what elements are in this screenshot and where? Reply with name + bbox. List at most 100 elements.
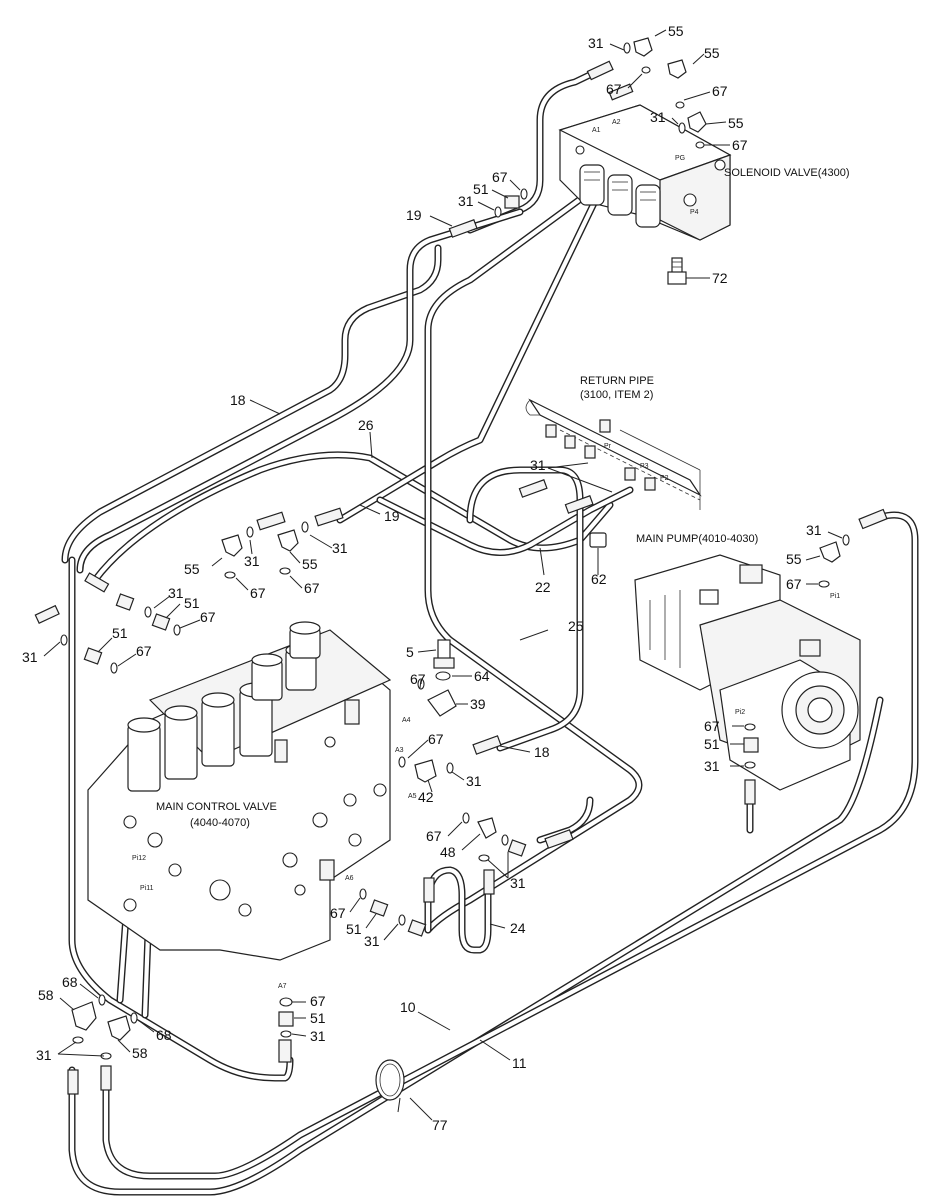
callout-18: 18 (534, 744, 550, 760)
callout-31: 31 (36, 1047, 52, 1063)
port-mark-pi11: Pi11 (140, 885, 154, 892)
label-main-pump: MAIN PUMP(4010-4030) (636, 533, 758, 545)
main-control-valve: Pi12 Pi11 A3 A4 A5 A6 A7 MAIN CONTROL VA… (87, 621, 417, 990)
label-return-pipe-ref: (3100, ITEM 2) (580, 389, 653, 401)
callout-55: 55 (786, 551, 802, 567)
callout-39: 39 (470, 696, 486, 712)
port-mark-pi1: Pi1 (830, 593, 840, 600)
port-mark-a3: A3 (395, 747, 404, 754)
port-mark-pi12: Pi12 (132, 855, 146, 862)
port-mark-a5: A5 (408, 793, 417, 800)
solenoid-valve: A1 A2 P4 PG SOLENOID VALVE(4300) (558, 104, 850, 285)
callout-67: 67 (492, 169, 508, 185)
callout-31: 31 (588, 35, 604, 51)
leader-lines (43, 29, 843, 1121)
callout-51: 51 (112, 625, 128, 641)
callout-numbers: 31 55 55 67 67 31 55 67 67 51 31 19 72 1… (22, 23, 822, 1133)
port-mark-pi2: Pi2 (735, 709, 745, 716)
port-mark-a4: A4 (402, 717, 411, 724)
port-mark-a2: A2 (612, 119, 621, 126)
solenoid-coils (579, 164, 661, 228)
port-mark-p4: P4 (690, 209, 699, 216)
label-return-pipe: RETURN PIPE (580, 375, 654, 387)
callout-19: 19 (384, 508, 400, 524)
hose-18-lower (466, 466, 584, 752)
callout-58: 58 (38, 987, 54, 1003)
callout-58: 58 (132, 1045, 148, 1061)
small-fittings (60, 37, 850, 1113)
callout-72: 72 (712, 270, 728, 286)
callout-51: 51 (473, 181, 489, 197)
callout-68: 68 (62, 974, 78, 990)
callout-11: 11 (512, 1055, 527, 1071)
callout-22: 22 (535, 579, 551, 595)
callout-51: 51 (704, 736, 720, 752)
callout-67: 67 (786, 576, 802, 592)
callout-24: 24 (510, 920, 526, 936)
callout-31: 31 (650, 109, 666, 125)
callout-31: 31 (332, 540, 348, 556)
callout-26: 26 (358, 417, 374, 433)
callout-31: 31 (806, 522, 822, 538)
label-main-control-valve: MAIN CONTROL VALVE (156, 801, 277, 813)
callout-68: 68 (156, 1027, 172, 1043)
label-solenoid-valve: SOLENOID VALVE(4300) (724, 167, 850, 179)
callout-67: 67 (732, 137, 748, 153)
callout-48: 48 (440, 844, 456, 860)
callout-31: 31 (458, 193, 474, 209)
callout-18: 18 (230, 392, 246, 408)
hose-lines (61, 66, 919, 1196)
callout-67: 67 (200, 609, 216, 625)
callout-31: 31 (704, 758, 720, 774)
port-mark-p2: P2 (660, 475, 669, 482)
callout-31: 31 (364, 933, 380, 949)
callout-55: 55 (728, 115, 744, 131)
port-mark-a1: A1 (592, 127, 601, 134)
callout-67: 67 (136, 643, 152, 659)
callout-51: 51 (310, 1010, 326, 1026)
callout-5: 5 (406, 644, 414, 660)
callout-31: 31 (510, 875, 526, 891)
callout-31: 31 (466, 773, 482, 789)
port-mark-p3: P3 (640, 463, 649, 470)
callout-19: 19 (406, 207, 422, 223)
port-mark-a7: A7 (278, 983, 287, 990)
callout-67: 67 (330, 905, 346, 921)
main-pump: Pi1 Pi2 MAIN PUMP(4010-4030) (634, 533, 861, 791)
port-mark-pg: PG (675, 155, 685, 162)
callout-62: 62 (591, 571, 607, 587)
callout-67: 67 (410, 671, 426, 687)
callout-31: 31 (168, 585, 184, 601)
bolt-72 (667, 257, 687, 285)
callout-10: 10 (400, 999, 416, 1015)
callout-67: 67 (712, 83, 728, 99)
callout-25: 25 (568, 618, 584, 634)
callout-55: 55 (704, 45, 720, 61)
callout-67: 67 (606, 81, 622, 97)
hose-18-upper (61, 244, 442, 564)
callout-31: 31 (310, 1028, 326, 1044)
callout-67: 67 (704, 718, 720, 734)
callout-51: 51 (184, 595, 200, 611)
callout-51: 51 (346, 921, 362, 937)
spool-caps (127, 621, 321, 792)
callout-55: 55 (668, 23, 684, 39)
return-pipe: P3 P2 Pr RETURN PIPE (3100, ITEM 2) (525, 375, 702, 548)
callout-64: 64 (474, 668, 490, 684)
callout-55: 55 (302, 556, 318, 572)
callout-31: 31 (244, 553, 260, 569)
callout-67: 67 (428, 731, 444, 747)
port-mark-pr: Pr (604, 443, 612, 450)
callout-31: 31 (530, 457, 546, 473)
port-mark-a6: A6 (345, 875, 354, 882)
callout-42: 42 (418, 789, 434, 805)
callout-67: 67 (310, 993, 326, 1009)
callout-77: 77 (432, 1117, 448, 1133)
callout-67: 67 (250, 585, 266, 601)
callout-31: 31 (22, 649, 38, 665)
callout-67: 67 (304, 580, 320, 596)
label-main-control-valve-ref: (4040-4070) (190, 817, 250, 829)
callout-55: 55 (184, 561, 200, 577)
callout-67: 67 (426, 828, 442, 844)
